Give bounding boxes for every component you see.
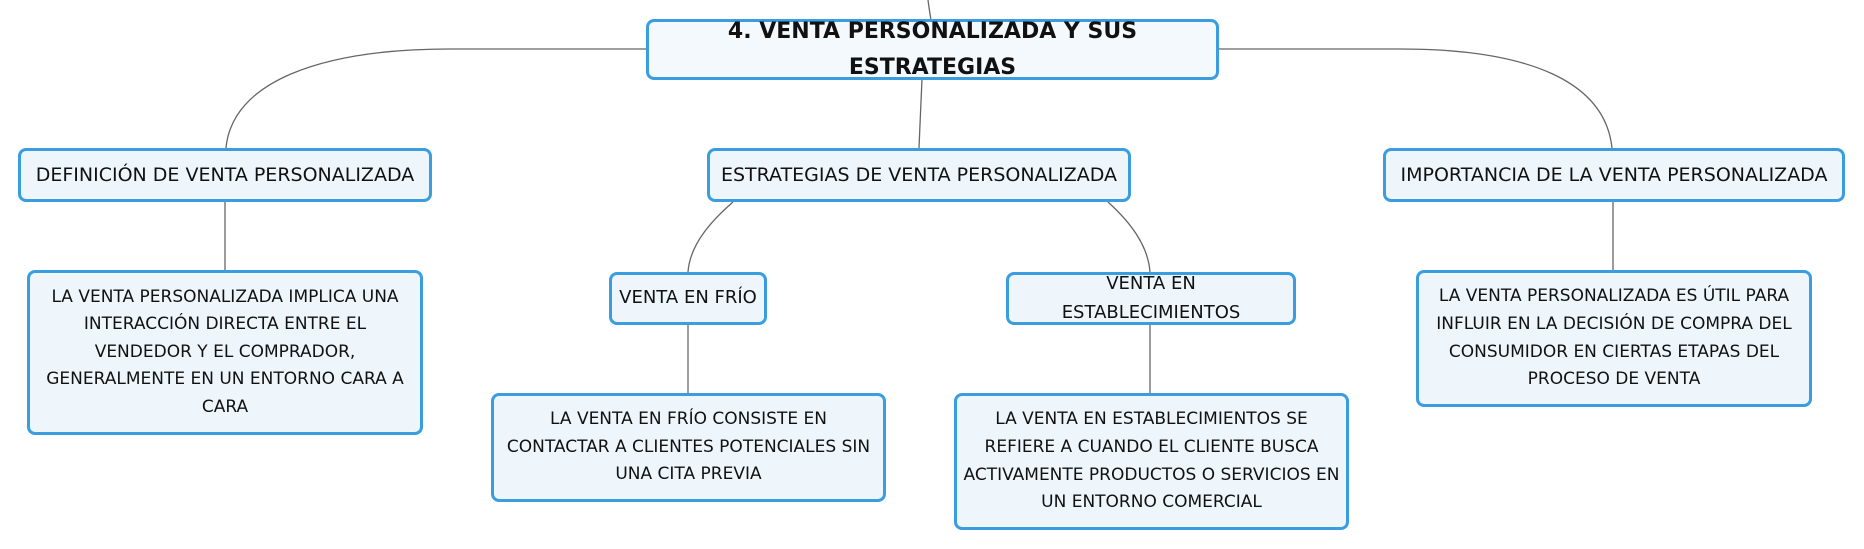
subtopic-venta-en-frio[interactable]: VENTA EN FRÍO bbox=[609, 272, 767, 325]
topic-definicion[interactable]: DEFINICIÓN DE VENTA PERSONALIZADA bbox=[18, 148, 432, 202]
topic-estrategias[interactable]: ESTRATEGIAS DE VENTA PERSONALIZADA bbox=[707, 148, 1131, 202]
connector-root-to-importancia bbox=[1218, 48, 1613, 149]
detail-importancia[interactable]: LA VENTA PERSONALIZADA ES ÚTIL PARA INFL… bbox=[1416, 270, 1812, 407]
subtopic-venta-en-establecimientos[interactable]: VENTA EN ESTABLECIMIENTOS bbox=[1006, 272, 1296, 325]
connector-estrategias-to-frio bbox=[687, 201, 734, 273]
topic-importancia[interactable]: IMPORTANCIA DE LA VENTA PERSONALIZADA bbox=[1383, 148, 1845, 202]
connector-root-to-definicion bbox=[225, 48, 647, 149]
detail-definicion[interactable]: LA VENTA PERSONALIZADA IMPLICA UNA INTER… bbox=[27, 270, 423, 435]
connector-root-to-estrategias bbox=[918, 78, 923, 149]
detail-venta-en-establecimientos[interactable]: LA VENTA EN ESTABLECIMIENTOS SE REFIERE … bbox=[954, 393, 1349, 530]
connector-estrategias-to-establecimientos bbox=[1107, 201, 1151, 273]
detail-venta-en-frio[interactable]: LA VENTA EN FRÍO CONSISTE EN CONTACTAR A… bbox=[491, 393, 886, 502]
connector-parent-to-root bbox=[927, 0, 932, 21]
central-topic[interactable]: 4. VENTA PERSONALIZADA Y SUS ESTRATEGIAS bbox=[646, 19, 1219, 80]
